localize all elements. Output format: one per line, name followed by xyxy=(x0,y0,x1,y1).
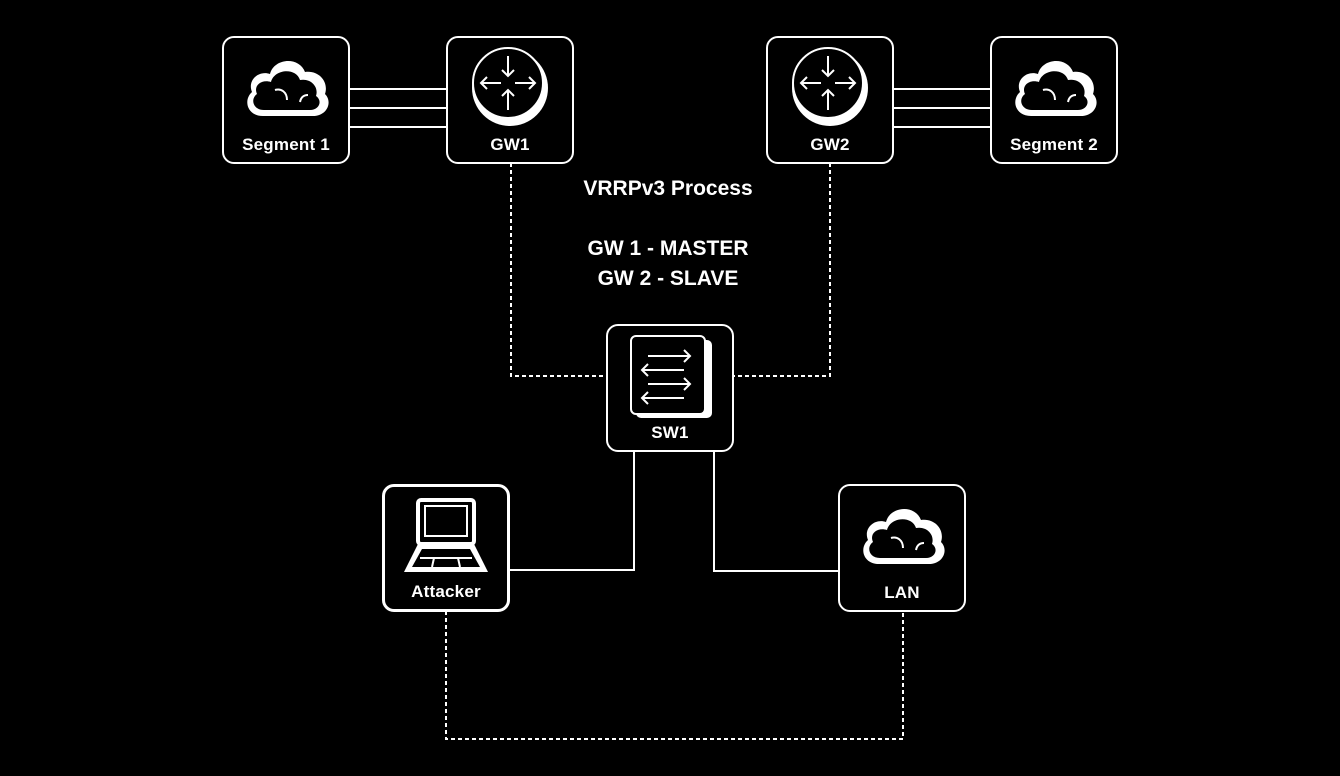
process-title: VRRPv3 Process xyxy=(583,177,753,200)
node-label: SW1 xyxy=(651,423,689,442)
node-label: Segment 2 xyxy=(1010,135,1098,154)
node-sw1[interactable]: SW1 xyxy=(606,324,734,452)
node-label: Segment 1 xyxy=(242,135,330,154)
cloud-icon xyxy=(992,38,1116,134)
node-label: Attacker xyxy=(411,582,481,601)
node-segment2[interactable]: Segment 2 xyxy=(990,36,1118,164)
link-sw1-lan xyxy=(713,451,839,572)
dashed-link-attacker-lan xyxy=(445,611,904,740)
gw2-role: GW 2 - SLAVE xyxy=(597,267,739,290)
switch-icon xyxy=(608,326,732,426)
node-lan[interactable]: LAN xyxy=(838,484,966,612)
router-icon xyxy=(768,38,892,134)
node-gw2[interactable]: GW2 xyxy=(766,36,894,164)
node-gw1[interactable]: GW1 xyxy=(446,36,574,164)
node-segment1[interactable]: Segment 1 xyxy=(222,36,350,164)
node-label: LAN xyxy=(884,583,920,602)
laptop-icon xyxy=(385,487,507,585)
cloud-icon xyxy=(224,38,348,134)
gw1-role: GW 1 - MASTER xyxy=(587,237,749,260)
node-attacker[interactable]: Attacker xyxy=(382,484,510,612)
link-sw1-attacker xyxy=(509,451,635,571)
dashed-link-gw1-sw1 xyxy=(510,163,607,377)
router-icon xyxy=(448,38,572,134)
node-label: GW1 xyxy=(490,135,530,154)
node-label: GW2 xyxy=(810,135,850,154)
dashed-link-gw2-sw1 xyxy=(733,163,831,377)
cloud-icon xyxy=(840,486,964,582)
